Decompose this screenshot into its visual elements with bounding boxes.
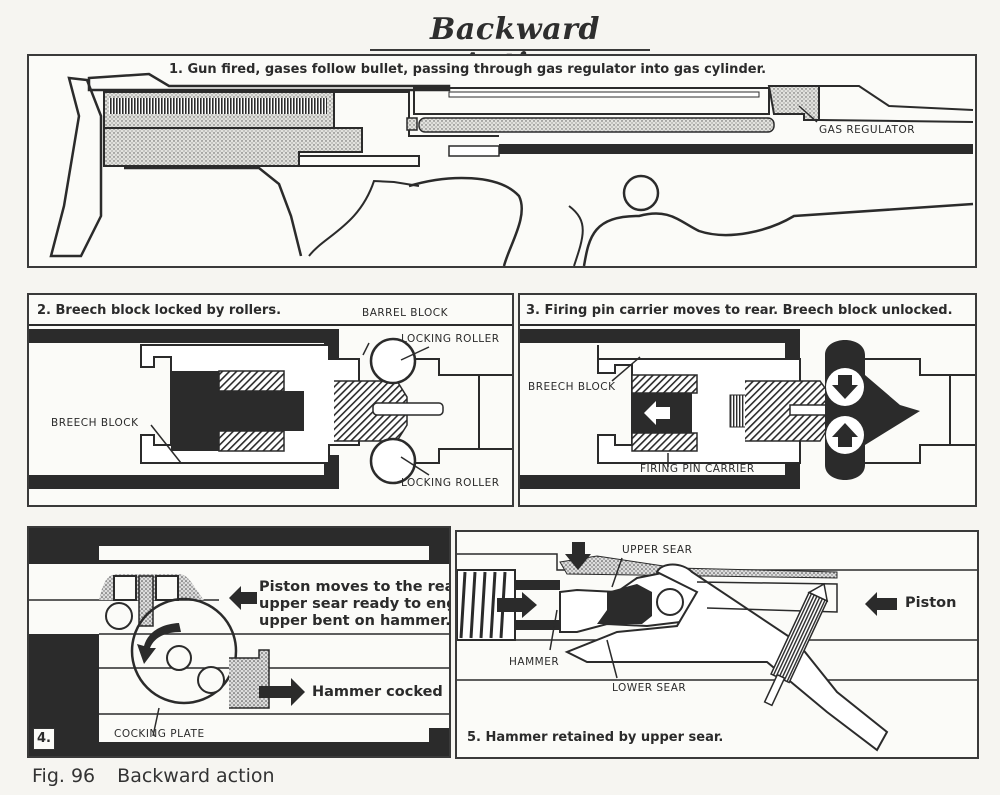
label-hammer: HAMMER (509, 656, 560, 668)
upper-sear (559, 555, 838, 579)
piston-arrow-icon (865, 592, 897, 616)
panel-4-line-2: upper sear ready to engage (259, 596, 449, 612)
panel-4-hammer-cocked: Piston moves to the rear, upper sear rea… (27, 526, 451, 758)
panel-4-drawing (29, 546, 449, 742)
gas-piston (418, 117, 775, 133)
barrel (499, 144, 973, 154)
panel-2-breech-locked: 2. Breech block locked by rollers. BARRE… (27, 293, 514, 507)
sear-spring (763, 582, 829, 707)
figure-number: Fig. 96 (32, 765, 96, 787)
magazine-well (568, 205, 584, 266)
hammer-block (229, 649, 270, 709)
leader-roller-bottom (400, 456, 430, 476)
leader-lower-sear (606, 639, 618, 679)
leader-breech-block (150, 424, 182, 464)
down-arrow-icon (832, 375, 858, 399)
panel-3-drawing (520, 324, 975, 489)
panel-1-drawing (49, 72, 974, 266)
pivot-pin-center (166, 645, 192, 671)
rotation-arrow-icon (137, 623, 181, 664)
label-gas-regulator: GAS REGULATOR (819, 124, 916, 136)
panel-2-drawing (29, 324, 512, 489)
firing-pin (448, 145, 500, 157)
label-lower-sear: LOWER SEAR (612, 682, 687, 694)
pivot-pin-right (197, 666, 225, 694)
panel-4-line-1: Piston moves to the rear, (259, 579, 451, 595)
gas-regulator (767, 85, 820, 121)
firing-pin-carrier-top (218, 370, 285, 392)
up-arrow-icon (832, 423, 858, 447)
panel-3-breech-unlocked: 3. Firing pin carrier moves to rear. Bre… (518, 293, 977, 507)
label-locking-roller-bottom: LOCKING ROLLER (401, 477, 500, 489)
receiver-upper (29, 329, 339, 343)
label-breech-block: BREECH BLOCK (51, 417, 139, 429)
pivot-pin-left (105, 602, 133, 630)
barrel-muzzle (818, 85, 974, 123)
butt-stock (49, 76, 103, 258)
label-upper-sear: UPPER SEAR (622, 544, 693, 556)
receiver-upper (520, 329, 800, 343)
panel-1-gun-fired: 1. Gun fired, gases follow bullet, passi… (27, 54, 977, 268)
receiver-lines (299, 91, 499, 167)
leader-upper-sear (611, 557, 623, 588)
arrow-right-icon (259, 678, 305, 706)
down-arrow-icon (565, 542, 591, 570)
leader-barrel-block (362, 342, 370, 356)
title-underline (370, 49, 650, 51)
gas-regulator-leader (798, 105, 818, 123)
handguard-lower (582, 202, 974, 266)
receiver-lower (124, 166, 303, 257)
magazine-release (622, 174, 660, 212)
label-cocking-plate: COCKING PLATE (114, 728, 205, 740)
panel-4-line-3: upper bent on hammer. (259, 613, 451, 629)
panel-2-caption: 2. Breech block locked by rollers. (37, 303, 282, 318)
arrow-left-icon (229, 586, 257, 610)
receiver-lower (29, 475, 339, 489)
firing-pin-carrier-bottom (218, 430, 285, 452)
label-breech-block: BREECH BLOCK (528, 381, 616, 393)
lower-sear (564, 563, 889, 752)
panel-1-caption: 1. Gun fired, gases follow bullet, passi… (169, 62, 767, 77)
panel-5-hammer-retained: UPPER SEAR HAMMER LOWER SEAR Piston 5. H… (455, 530, 979, 759)
figure-caption: Fig. 96 Backward action (32, 765, 275, 787)
push-arrow-icon (497, 592, 537, 618)
label-firing-pin-carrier: FIRING PIN CARRIER (640, 463, 755, 475)
label-locking-roller-top: LOCKING ROLLER (401, 333, 500, 345)
panel-5-caption: 5. Hammer retained by upper sear. (467, 730, 724, 745)
recoil-spring (109, 98, 327, 114)
panel-3-caption: 3. Firing pin carrier moves to rear. Bre… (526, 303, 953, 318)
hammer-bent (597, 584, 652, 624)
panel-4-action: Hammer cocked (312, 684, 443, 700)
leader-breech-block (611, 356, 641, 382)
stock-outline (87, 72, 451, 92)
trigger-guard (308, 179, 420, 257)
panel-5-action: Piston (905, 595, 957, 611)
figure-title: Backward action (117, 765, 275, 787)
panel-5-drawing (457, 542, 977, 752)
locking-roller-top (369, 337, 417, 385)
rear-arrow-icon (644, 401, 670, 425)
firing-pin (372, 402, 444, 416)
sear-pivot (656, 588, 684, 616)
barrel-block (865, 358, 951, 464)
leader-cocking-plate (152, 707, 160, 737)
locking-roller-bottom (369, 437, 417, 485)
barrel-block (379, 358, 480, 464)
gas-cylinder (413, 87, 770, 115)
leader-roller-top (400, 346, 430, 361)
bolt-carrier (103, 127, 363, 167)
receiver-lower (520, 475, 800, 489)
bolt-head-black (171, 371, 219, 451)
leader-hammer (549, 609, 558, 651)
roller-recess (825, 340, 920, 480)
panel-4-number: 4. (33, 728, 55, 750)
cocking-plate (130, 597, 238, 705)
pistol-grip (408, 176, 523, 266)
label-barrel-block: BARREL BLOCK (362, 307, 448, 319)
